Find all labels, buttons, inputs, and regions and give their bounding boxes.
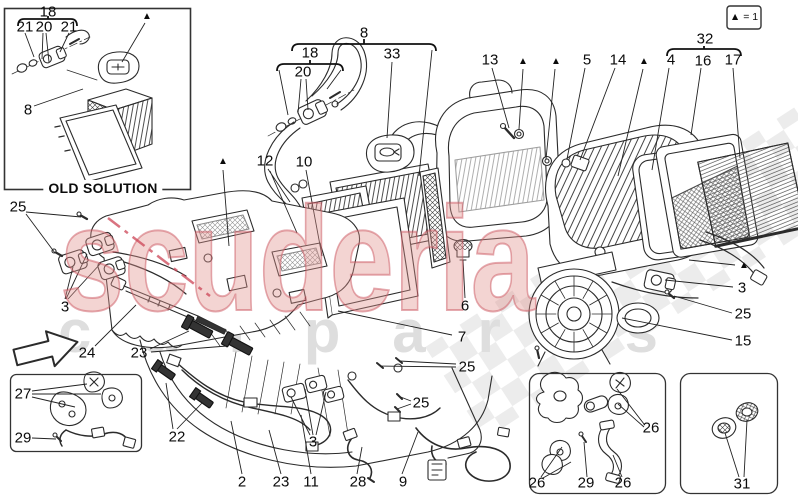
watermark-scuderia: scuderia	[60, 177, 536, 342]
part-bolts-23	[181, 314, 254, 356]
part-harness-29	[52, 426, 137, 449]
part-small-fasteners	[499, 122, 590, 172]
part-screws-22	[150, 359, 214, 409]
part-pipes-assembly	[264, 37, 368, 239]
part-housing-front-frame	[427, 79, 561, 242]
part-actuators-left	[51, 211, 187, 295]
legend-box	[726, 5, 762, 30]
part-harness-main	[415, 367, 511, 482]
bottom-left-box	[9, 373, 143, 453]
part-valve-cover-old	[97, 51, 140, 84]
part-clips-27	[49, 371, 123, 427]
part-blower-motor	[528, 251, 660, 367]
watermark-dash-line	[107, 217, 211, 297]
part-grommets-26	[535, 371, 631, 484]
old-solution-label: OLD SOLUTION	[43, 180, 163, 196]
bottom-right-box-1	[528, 372, 667, 495]
part-drain-grommet	[453, 238, 473, 261]
group-brackets	[17, 16, 742, 72]
part-main-unit	[90, 190, 361, 349]
part-wiring-right	[611, 231, 768, 299]
direction-arrow	[12, 330, 79, 368]
part-grommets-31	[711, 402, 759, 439]
bottom-right-box-2	[679, 372, 779, 495]
part-actuators-center	[281, 374, 345, 403]
legend-text: ▲ = 1	[729, 11, 759, 23]
leader-lines	[24, 22, 748, 479]
part-sensor-probe	[110, 276, 227, 335]
part-harness-28	[342, 427, 375, 483]
part-valve-assembly-old	[11, 29, 98, 81]
part-condenser-old	[54, 104, 143, 183]
part-expansion-valve-cover	[365, 134, 415, 173]
part-pollen-filter	[697, 142, 798, 248]
